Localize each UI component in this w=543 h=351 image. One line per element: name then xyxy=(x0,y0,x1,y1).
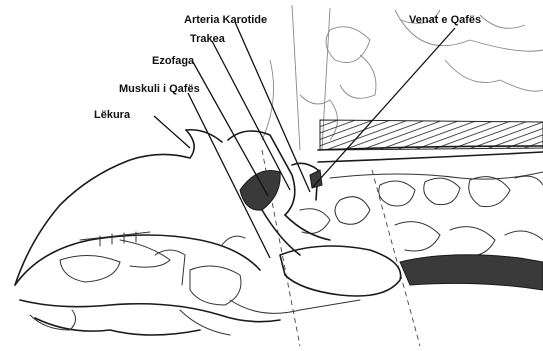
leader-ezofaga xyxy=(193,62,268,196)
reference-lines xyxy=(262,150,420,346)
label-lekura: Lëkura xyxy=(94,109,131,121)
label-muskuli-i-qafes: Muskuli i Qafës xyxy=(119,83,200,95)
label-venat-e-qafes: Venat e Qafës xyxy=(409,14,481,26)
leader-lekura xyxy=(154,116,190,148)
label-trakea: Trakea xyxy=(190,33,226,45)
labels: Arteria Karotide Venat e Qafës Trakea Ez… xyxy=(94,14,481,121)
muscle-and-bone-sketch xyxy=(300,176,543,290)
vertebral-column xyxy=(318,120,543,179)
label-arteria-karotide: Arteria Karotide xyxy=(184,14,267,26)
label-ezofaga: Ezofaga xyxy=(152,55,195,67)
jaw-and-head xyxy=(15,232,401,335)
leader-trakea xyxy=(212,41,290,190)
leader-venat-e-qafes xyxy=(312,28,455,188)
throat-structures xyxy=(228,131,330,255)
